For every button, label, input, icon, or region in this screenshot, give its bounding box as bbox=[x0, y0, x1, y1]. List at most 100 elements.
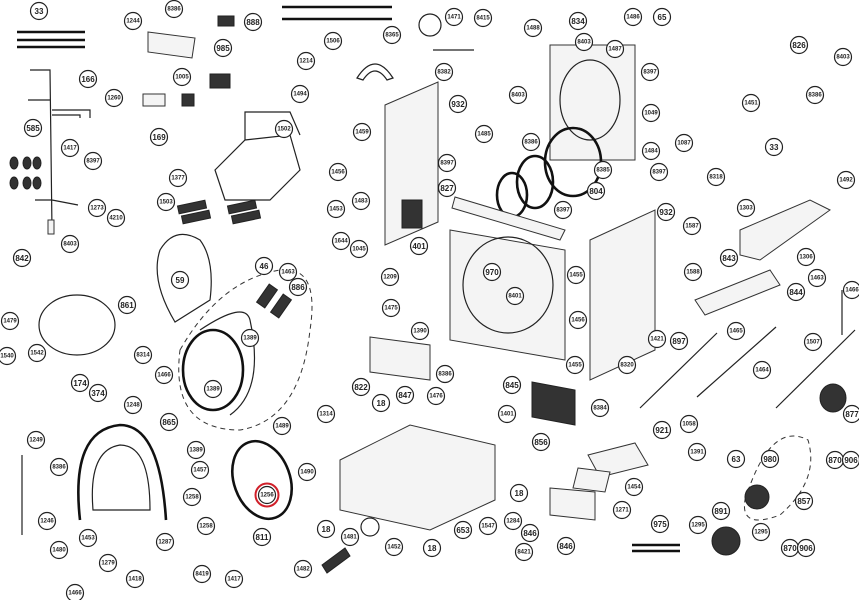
callout-1463[interactable]: 1463 bbox=[807, 268, 827, 288]
callout-1377[interactable]: 1377 bbox=[168, 168, 188, 188]
callout-1540[interactable]: 1540 bbox=[0, 346, 17, 366]
callout-1256[interactable]: 1256 bbox=[254, 482, 280, 508]
callout-1480[interactable]: 1480 bbox=[49, 540, 69, 560]
callout-1502[interactable]: 1502 bbox=[274, 119, 294, 139]
callout-1453[interactable]: 1453 bbox=[78, 528, 98, 548]
callout-1087[interactable]: 1087 bbox=[674, 133, 694, 153]
callout-1466[interactable]: 1466 bbox=[65, 583, 85, 600]
callout-1284[interactable]: 1284 bbox=[503, 511, 523, 531]
callout-1588[interactable]: 1588 bbox=[683, 262, 703, 282]
callout-1390[interactable]: 1390 bbox=[410, 321, 430, 341]
callout-846[interactable]: 846 bbox=[520, 523, 540, 543]
callout-906[interactable]: 906 bbox=[841, 450, 859, 470]
callout-897[interactable]: 897 bbox=[669, 331, 689, 351]
callout-886[interactable]: 886 bbox=[288, 277, 308, 297]
callout-1452[interactable]: 1452 bbox=[384, 537, 404, 557]
callout-970[interactable]: 970 bbox=[482, 262, 502, 282]
callout-888[interactable]: 888 bbox=[243, 12, 263, 32]
callout-8419[interactable]: 8419 bbox=[192, 564, 212, 584]
callout-1488[interactable]: 1488 bbox=[523, 18, 543, 38]
callout-33[interactable]: 33 bbox=[764, 137, 784, 157]
callout-8403[interactable]: 8403 bbox=[60, 234, 80, 254]
callout-8397[interactable]: 8397 bbox=[437, 153, 457, 173]
callout-844[interactable]: 844 bbox=[786, 282, 806, 302]
callout-1389[interactable]: 1389 bbox=[240, 328, 260, 348]
callout-8386[interactable]: 8386 bbox=[49, 457, 69, 477]
callout-1260[interactable]: 1260 bbox=[104, 88, 124, 108]
callout-1507[interactable]: 1507 bbox=[803, 332, 823, 352]
callout-1295[interactable]: 1295 bbox=[751, 522, 771, 542]
callout-1049[interactable]: 1049 bbox=[641, 103, 661, 123]
callout-865[interactable]: 865 bbox=[159, 412, 179, 432]
callout-8386[interactable]: 8386 bbox=[435, 364, 455, 384]
callout-811[interactable]: 811 bbox=[252, 527, 272, 547]
callout-59[interactable]: 59 bbox=[170, 270, 190, 290]
callout-822[interactable]: 822 bbox=[351, 377, 371, 397]
callout-166[interactable]: 166 bbox=[78, 69, 98, 89]
callout-33[interactable]: 33 bbox=[29, 1, 49, 21]
callout-46[interactable]: 46 bbox=[254, 256, 274, 276]
callout-932[interactable]: 932 bbox=[448, 94, 468, 114]
callout-870[interactable]: 870 bbox=[825, 450, 845, 470]
callout-18[interactable]: 18 bbox=[509, 483, 529, 503]
callout-8397[interactable]: 8397 bbox=[83, 151, 103, 171]
callout-1209[interactable]: 1209 bbox=[380, 267, 400, 287]
callout-1417[interactable]: 1417 bbox=[60, 138, 80, 158]
callout-843[interactable]: 843 bbox=[719, 248, 739, 268]
callout-1258[interactable]: 1258 bbox=[196, 516, 216, 536]
callout-1487[interactable]: 1487 bbox=[605, 39, 625, 59]
callout-8365[interactable]: 8365 bbox=[382, 25, 402, 45]
callout-18[interactable]: 18 bbox=[316, 519, 336, 539]
callout-1418[interactable]: 1418 bbox=[125, 569, 145, 589]
callout-1271[interactable]: 1271 bbox=[612, 500, 632, 520]
callout-1486[interactable]: 1486 bbox=[623, 7, 643, 27]
callout-1466[interactable]: 1466 bbox=[842, 280, 859, 300]
callout-1248[interactable]: 1248 bbox=[123, 395, 143, 415]
callout-1244[interactable]: 1244 bbox=[123, 11, 143, 31]
callout-1455[interactable]: 1455 bbox=[566, 265, 586, 285]
callout-870[interactable]: 870 bbox=[780, 538, 800, 558]
callout-8397[interactable]: 8397 bbox=[640, 62, 660, 82]
callout-877[interactable]: 877 bbox=[842, 404, 859, 424]
callout-1459[interactable]: 1459 bbox=[352, 122, 372, 142]
callout-63[interactable]: 63 bbox=[726, 449, 746, 469]
callout-585[interactable]: 585 bbox=[23, 118, 43, 138]
callout-847[interactable]: 847 bbox=[395, 385, 415, 405]
callout-1489[interactable]: 1489 bbox=[272, 416, 292, 436]
callout-8403[interactable]: 8403 bbox=[833, 47, 853, 67]
callout-8386[interactable]: 8386 bbox=[164, 0, 184, 19]
callout-1475[interactable]: 1475 bbox=[381, 298, 401, 318]
callout-1456[interactable]: 1456 bbox=[568, 310, 588, 330]
callout-1258[interactable]: 1258 bbox=[182, 487, 202, 507]
callout-8386[interactable]: 8386 bbox=[521, 132, 541, 152]
callout-1454[interactable]: 1454 bbox=[624, 477, 644, 497]
callout-1464[interactable]: 1464 bbox=[752, 360, 772, 380]
callout-1483[interactable]: 1483 bbox=[351, 191, 371, 211]
callout-921[interactable]: 921 bbox=[652, 420, 672, 440]
callout-1391[interactable]: 1391 bbox=[687, 442, 707, 462]
callout-1463[interactable]: 1463 bbox=[278, 262, 298, 282]
callout-8397[interactable]: 8397 bbox=[649, 162, 669, 182]
callout-65[interactable]: 65 bbox=[652, 7, 672, 27]
callout-1503[interactable]: 1503 bbox=[156, 192, 176, 212]
callout-8385[interactable]: 8385 bbox=[593, 160, 613, 180]
callout-1246[interactable]: 1246 bbox=[37, 511, 57, 531]
callout-8320[interactable]: 8320 bbox=[617, 355, 637, 375]
callout-1481[interactable]: 1481 bbox=[340, 527, 360, 547]
callout-1490[interactable]: 1490 bbox=[297, 462, 317, 482]
callout-653[interactable]: 653 bbox=[453, 520, 473, 540]
callout-975[interactable]: 975 bbox=[650, 514, 670, 534]
callout-1587[interactable]: 1587 bbox=[682, 216, 702, 236]
callout-1457[interactable]: 1457 bbox=[190, 460, 210, 480]
callout-8397[interactable]: 8397 bbox=[553, 200, 573, 220]
callout-1494[interactable]: 1494 bbox=[290, 84, 310, 104]
callout-906[interactable]: 906 bbox=[796, 538, 816, 558]
callout-1455[interactable]: 1455 bbox=[565, 355, 585, 375]
callout-1547[interactable]: 1547 bbox=[478, 516, 498, 536]
callout-1476[interactable]: 1476 bbox=[426, 386, 446, 406]
callout-1303[interactable]: 1303 bbox=[736, 198, 756, 218]
callout-8384[interactable]: 8384 bbox=[590, 398, 610, 418]
callout-1421[interactable]: 1421 bbox=[647, 329, 667, 349]
callout-1314[interactable]: 1314 bbox=[316, 404, 336, 424]
callout-1471[interactable]: 1471 bbox=[444, 7, 464, 27]
